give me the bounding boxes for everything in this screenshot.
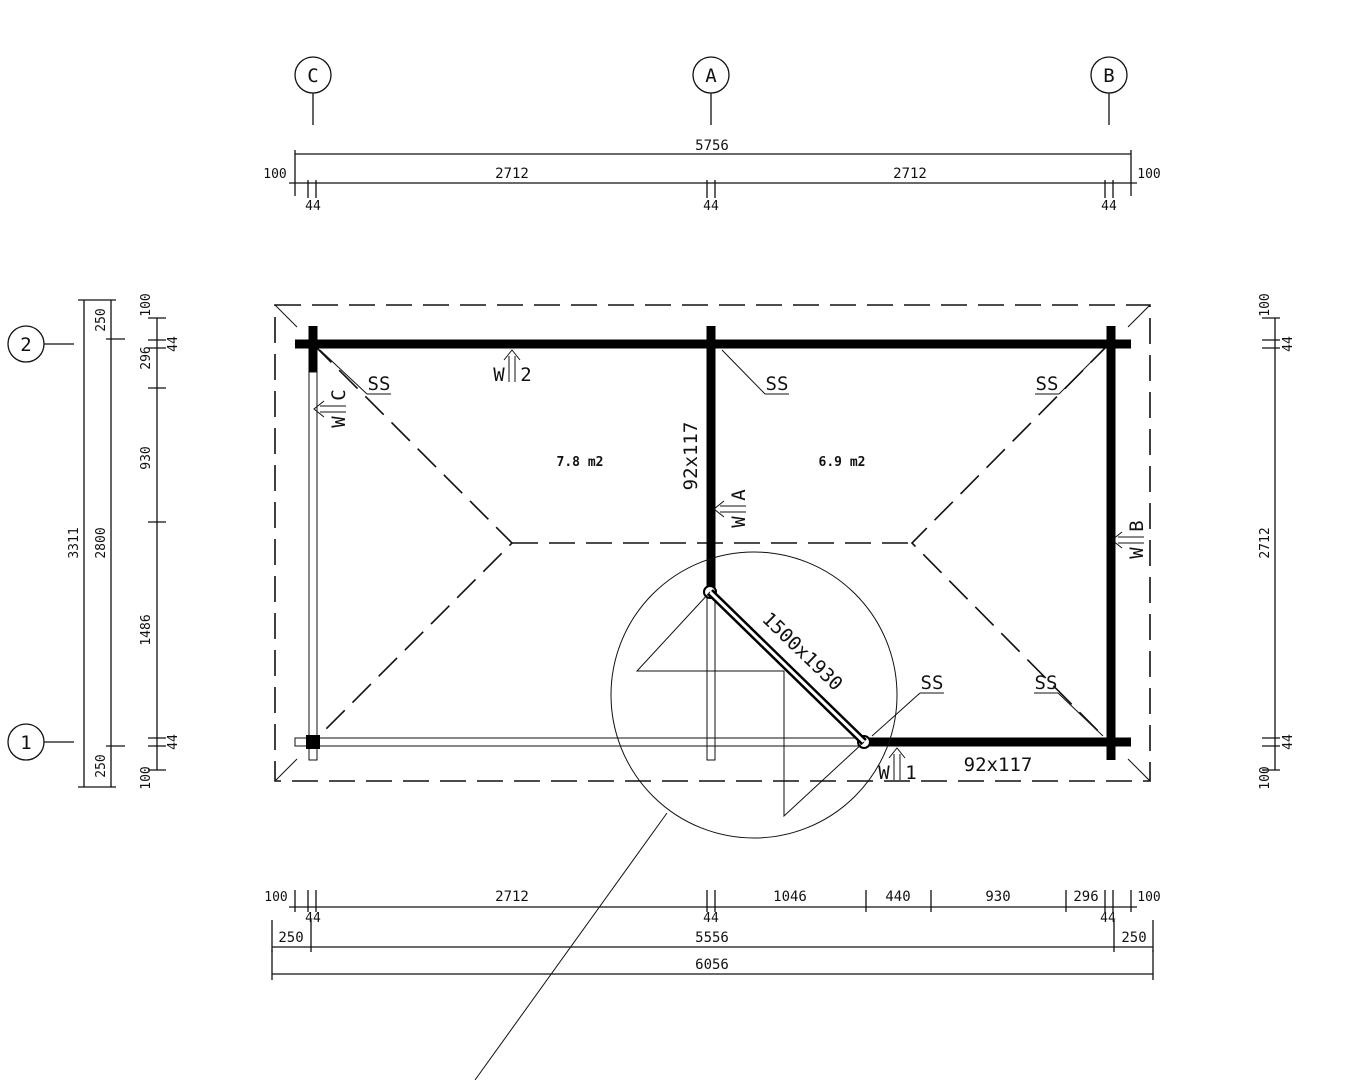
- dim-top-post-mid: 44: [703, 199, 719, 214]
- dim-bot-span-mid: 1046: [773, 889, 807, 905]
- bottom-dimension-chains: 100 2712 1046 440 930 296 100 44 44 44 2…: [264, 889, 1161, 980]
- w-marker-a-letter: A: [728, 489, 750, 501]
- ss-label-4: SS: [921, 672, 944, 694]
- beam-bottom-label: 92x117: [964, 754, 1033, 776]
- dim-left-post-top: 44: [166, 336, 181, 352]
- ss-label-3: SS: [1036, 373, 1059, 395]
- grid-label-c: C: [307, 65, 318, 87]
- dim-left-overhang-top: 250: [94, 308, 109, 331]
- ss-label-2: SS: [766, 373, 789, 395]
- dim-bot-post-right: 44: [1100, 911, 1116, 926]
- grid-bubble-2: 2: [7, 325, 74, 363]
- dim-bot-296: 296: [1073, 889, 1098, 905]
- dim-right-edge-bottom: 100: [1258, 766, 1273, 789]
- room-left-area: 7.8 m2: [557, 455, 604, 470]
- dim-top-right-edge: 100: [1137, 167, 1160, 182]
- dim-left-296: 296: [139, 346, 154, 369]
- dim-left-edge-bottom: 100: [139, 766, 154, 789]
- right-dimension-chain: 100 44 2712 44 100: [1258, 293, 1296, 789]
- w-marker-2-w: W: [493, 364, 505, 386]
- dim-left-edge-top: 100: [139, 293, 154, 316]
- grid-label-1: 1: [20, 732, 31, 754]
- walls: [294, 326, 1131, 761]
- ss-label-5: SS: [1035, 672, 1058, 694]
- grid-bubble-1: 1: [7, 723, 74, 761]
- door-opening: 1500x1930: [474, 551, 898, 1080]
- dim-right-edge-top: 100: [1258, 293, 1273, 316]
- dim-bot-overhang-right: 250: [1121, 930, 1146, 946]
- dim-top-span-right: 2712: [893, 166, 927, 182]
- w-marker-b-w: W: [1126, 547, 1148, 559]
- dim-left-1486: 1486: [139, 614, 154, 645]
- w-marker-2: W 2: [493, 349, 532, 386]
- w-marker-a-w: W: [728, 516, 750, 528]
- dim-left-inner: 2800: [94, 527, 109, 558]
- grid-label-b: B: [1103, 65, 1114, 87]
- dim-bot-edge-left: 100: [264, 890, 287, 905]
- w-marker-c-w: W: [328, 416, 350, 428]
- w-marker-1-w: W: [878, 762, 890, 784]
- grid-bubble-a: A: [692, 56, 730, 125]
- dim-top-left-edge: 100: [263, 167, 286, 182]
- grid-bubble-b: B: [1090, 56, 1128, 125]
- w-marker-c-letter: C: [328, 389, 350, 400]
- dim-top-span-left: 2712: [495, 166, 529, 182]
- left-dimension-chains: 3311 250 2800 250 100 296 930 1486 100 4…: [67, 293, 181, 789]
- w-marker-1: W 1: [878, 747, 917, 784]
- dim-left-post-bottom: 44: [166, 734, 181, 750]
- ss-label-1: SS: [368, 373, 391, 395]
- top-dimension-chain: 5756 100 100 2712 2712 44 44 44: [263, 138, 1160, 214]
- dim-bot-overhang-left: 250: [278, 930, 303, 946]
- w-marker-c: W C: [313, 389, 350, 428]
- ss-callouts: SS SS SS SS SS: [319, 349, 1104, 737]
- w-marker-b: W B: [1111, 520, 1148, 559]
- dim-bot-930: 930: [985, 889, 1010, 905]
- dim-top-post-right: 44: [1101, 199, 1117, 214]
- w-marker-1-num: 1: [905, 762, 916, 784]
- dim-top-post-left: 44: [305, 199, 321, 214]
- beam-mid-label: 92x117: [680, 422, 702, 491]
- dim-left-overhang-bottom: 250: [94, 754, 109, 777]
- grid-label-a: A: [705, 65, 717, 87]
- dim-bot-post-left: 44: [305, 911, 321, 926]
- dim-bot-edge-right: 100: [1137, 890, 1160, 905]
- dim-right-post-top: 44: [1281, 336, 1296, 352]
- w-marker-2-num: 2: [520, 364, 531, 386]
- grid-label-2: 2: [20, 334, 31, 356]
- dim-left-overall: 3311: [67, 527, 82, 558]
- dim-right-post-bottom: 44: [1281, 734, 1296, 750]
- dim-bot-inner: 5556: [695, 930, 729, 946]
- dim-bot-door: 440: [885, 889, 910, 905]
- w-marker-b-letter: B: [1126, 520, 1148, 531]
- room-right-area: 6.9 m2: [819, 455, 866, 470]
- dim-right-span: 2712: [1258, 527, 1273, 558]
- dim-left-930: 930: [139, 446, 154, 469]
- dim-bot-overall: 6056: [695, 957, 729, 973]
- dim-bot-post-mid: 44: [703, 911, 719, 926]
- dim-top-overall: 5756: [695, 138, 729, 154]
- grid-bubble-c: C: [294, 56, 332, 125]
- dim-bot-span-left: 2712: [495, 889, 529, 905]
- w-marker-a: W A: [713, 489, 750, 528]
